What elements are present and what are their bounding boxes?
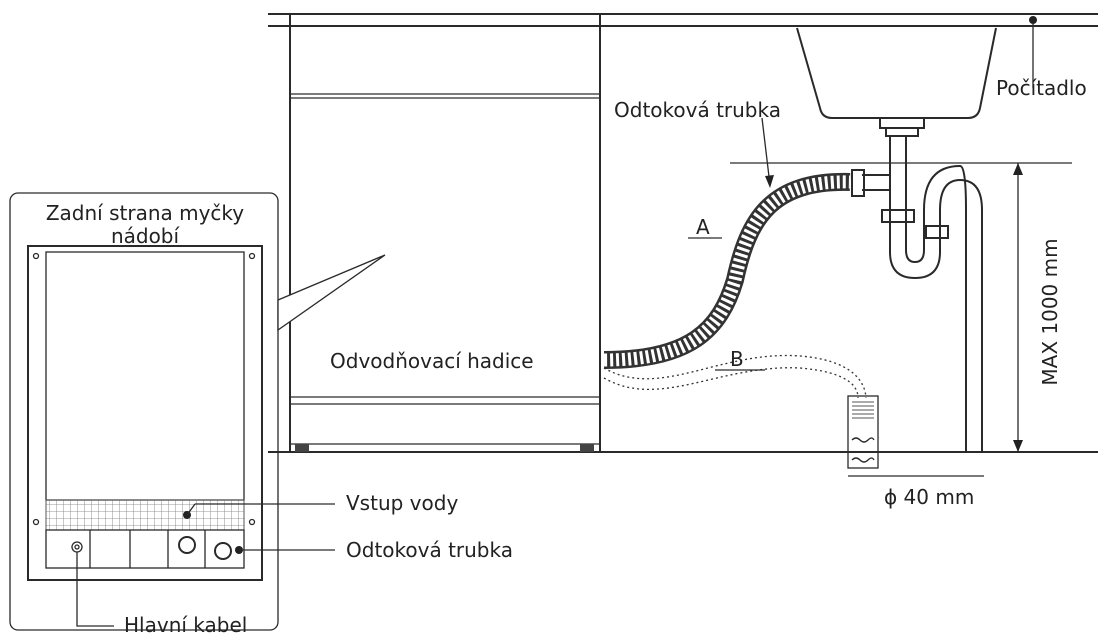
label-option-a: A: [696, 215, 710, 239]
label-main-cable: Hlavní kabel: [124, 613, 247, 637]
label-max-height: MAX 1000 mm: [1038, 238, 1062, 385]
sink-basin: [796, 27, 997, 137]
max-height-dimension: [730, 162, 1072, 452]
label-drain-hose: Odvodňovací hadice: [330, 349, 534, 373]
label-drain-pipe-bottom: Odtoková trubka: [346, 538, 513, 562]
label-diameter: ϕ 40 mm: [884, 485, 974, 509]
label-counter: Počítadlo: [996, 76, 1087, 100]
label-back-of-dishwasher-2: nádobí: [111, 224, 181, 248]
leader-drain-pipe-top: [761, 117, 771, 186]
label-back-of-dishwasher-1: Zadní strana myčky: [46, 201, 244, 225]
back-panel-inset: [9, 192, 386, 631]
dishwasher-unit: [289, 13, 601, 453]
leader-main-cable: [76, 552, 114, 627]
drain-hose-option-b: [603, 354, 867, 399]
standpipe-container: [847, 395, 984, 477]
label-drain-pipe-top: Odtoková trubka: [614, 98, 781, 122]
label-option-b: B: [730, 347, 744, 371]
siphon-trap: [851, 136, 983, 452]
label-water-inlet: Vstup vody: [346, 491, 458, 515]
countertop: [268, 13, 1098, 88]
leader-water-inlet: [186, 503, 196, 516]
drain-hose-option-a: [603, 172, 851, 369]
